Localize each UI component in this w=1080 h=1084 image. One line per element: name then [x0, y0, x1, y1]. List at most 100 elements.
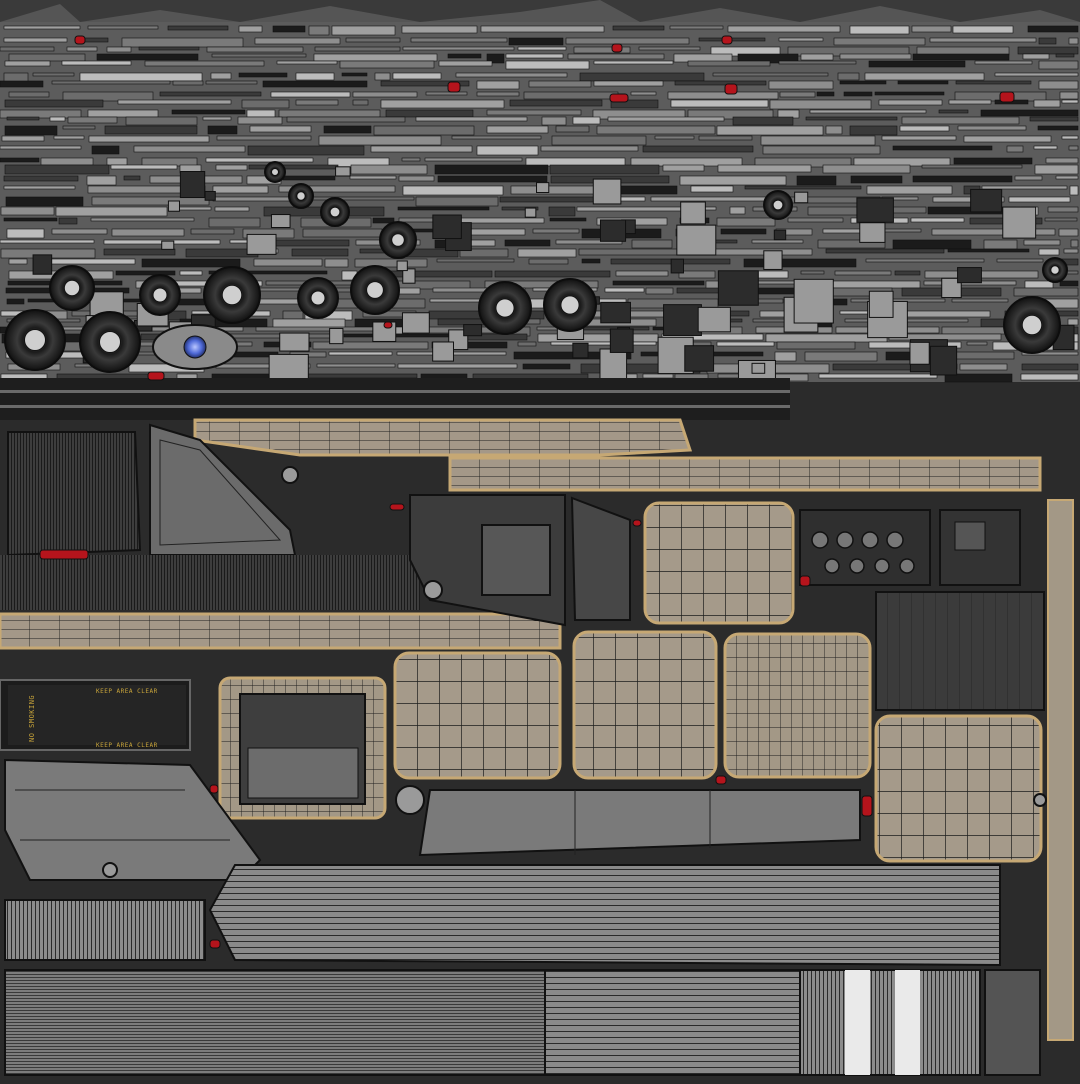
part-strip: [90, 217, 195, 222]
part-strip: [537, 333, 659, 343]
part-strip: [729, 206, 746, 215]
part-strip: [0, 46, 55, 52]
part-strip: [572, 116, 601, 125]
part-strip: [302, 228, 383, 238]
part-strip: [494, 270, 611, 278]
part-strip: [1038, 248, 1060, 256]
part-strip: [286, 116, 406, 123]
part-strip: [397, 363, 518, 369]
gear: [874, 558, 890, 574]
part-strip: [505, 60, 590, 70]
part-strip: [743, 258, 857, 268]
part-strip: [0, 206, 55, 216]
part-strip: [822, 164, 911, 174]
part-strip: [579, 72, 705, 82]
part-strip: [138, 46, 200, 51]
part-strip: [6, 228, 45, 239]
part-strip: [1022, 53, 1050, 60]
part-strip: [272, 318, 346, 329]
part-strip: [931, 228, 1056, 236]
part-block: [599, 219, 627, 242]
part-strip: [103, 248, 176, 256]
part-strip: [1068, 145, 1079, 151]
part-strip: [528, 80, 592, 88]
part-strip: [51, 80, 171, 85]
part-strip: [716, 125, 824, 136]
red-marker: [609, 93, 629, 103]
part-strip: [3, 185, 76, 190]
part-strip: [341, 72, 368, 77]
part-strip: [517, 46, 567, 51]
part-strip: [596, 125, 716, 135]
part-strip: [328, 351, 393, 356]
keep-clear-label-top: KEEP AREA CLEAR: [96, 688, 158, 695]
part-strip: [744, 185, 862, 190]
part-strip: [51, 228, 108, 235]
part-strip: [121, 37, 244, 48]
part-strip: [850, 175, 903, 184]
part-strip: [159, 91, 262, 97]
curved-panel: [149, 423, 297, 556]
part-strip: [825, 248, 945, 254]
part-strip: [55, 206, 168, 217]
part-strip: [948, 99, 992, 105]
part-strip: [374, 72, 391, 81]
part-strip: [983, 239, 1018, 250]
part-strip: [616, 185, 678, 195]
part-block: [684, 345, 715, 372]
part-strip: [91, 196, 210, 206]
red-marker: [721, 35, 733, 45]
part-strip: [106, 46, 132, 53]
part-strip: [190, 228, 235, 235]
part-block: [279, 332, 310, 352]
part-strip: [208, 217, 261, 228]
part-strip: [402, 46, 515, 51]
part-strip: [141, 258, 241, 268]
part-strip: [941, 326, 1006, 335]
part-block: [524, 207, 537, 218]
part-strip: [817, 239, 886, 249]
part-strip: [769, 99, 872, 110]
part-block: [204, 190, 216, 201]
part-strip: [670, 99, 769, 108]
part-strip: [6, 116, 40, 121]
part-strip: [1063, 248, 1079, 254]
red-marker: [611, 43, 623, 53]
part-strip: [778, 60, 857, 65]
wheel-hub: [366, 281, 384, 299]
part-strip: [1014, 175, 1043, 181]
dark-stripe-panel: [0, 555, 420, 610]
part-strip: [947, 248, 1030, 253]
part-strip: [878, 99, 943, 106]
wheel-hub: [560, 295, 580, 315]
part-strip: [237, 116, 283, 125]
part-strip: [1038, 37, 1057, 45]
wheel-hub: [24, 329, 46, 351]
part-strip: [1045, 157, 1079, 164]
red-marker: [632, 519, 642, 527]
part-block: [329, 327, 344, 345]
part-strip: [551, 135, 647, 146]
part-strip: [912, 53, 1010, 61]
part-strip: [716, 217, 776, 227]
part-strip: [994, 72, 1079, 77]
part-strip: [125, 116, 198, 126]
part-strip: [424, 157, 523, 162]
part-strip: [615, 270, 669, 277]
part-strip: [61, 60, 132, 66]
part-strip: [0, 109, 82, 119]
red-marker: [209, 939, 221, 949]
part-strip: [604, 287, 645, 293]
part-strip: [532, 228, 580, 234]
part-strip: [486, 109, 582, 116]
part-strip: [573, 46, 631, 54]
small-ring: [281, 466, 299, 484]
part-strip: [308, 25, 330, 36]
part-strip: [380, 99, 505, 109]
part-block: [1002, 206, 1037, 239]
part-strip: [912, 175, 1013, 183]
part-block: [676, 224, 717, 256]
part-strip: [49, 116, 66, 122]
part-strip: [1029, 116, 1079, 122]
